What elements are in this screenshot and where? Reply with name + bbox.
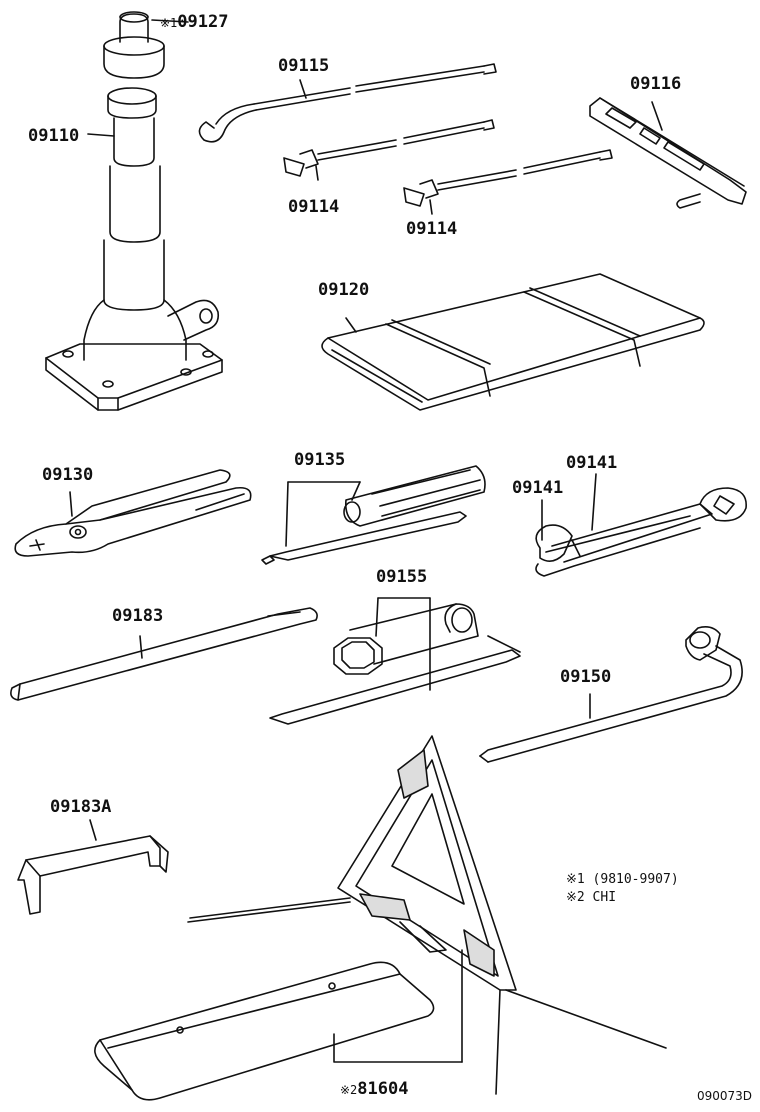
jack-handle-drawing (590, 98, 746, 208)
part-number: 09120 (318, 280, 370, 300)
jack-drawing (46, 88, 222, 410)
screwdriver-drawing (262, 466, 485, 564)
part-label-09135: 09135 (294, 452, 345, 469)
extension-bar-upper-drawing (284, 120, 494, 180)
part-number: 09141 (566, 453, 618, 473)
part-label-09141-upper: 09141 (566, 455, 617, 472)
note-marker-1: ※1 (160, 16, 178, 30)
part-number: 09127 (177, 12, 229, 32)
part-label-81604: ※281604 (340, 1081, 408, 1098)
lug-wrench-drawing (480, 627, 742, 762)
warning-triangle-drawing (95, 736, 666, 1100)
part-label-09110: 09110 (28, 128, 79, 145)
wrenches-drawing (536, 474, 746, 576)
part-number: 09114 (406, 219, 458, 239)
footnote-2: ※2 CHI (566, 889, 617, 905)
part-number: 09155 (376, 567, 428, 587)
extension-bar-lower-drawing (404, 150, 612, 214)
part-label-09114-lower: 09114 (406, 221, 457, 238)
part-label-09141-lower: 09141 (512, 480, 563, 497)
diagram-code: 090073D (697, 1089, 753, 1103)
part-number: 09115 (278, 56, 330, 76)
part-number: 09135 (294, 450, 346, 470)
part-label-09114-upper: 09114 (288, 199, 339, 216)
footnote-1: ※1 (9810-9907) (566, 872, 679, 887)
part-number: 81604 (357, 1079, 409, 1099)
part-label-09130: 09130 (42, 467, 93, 484)
wheel-brace-drawing (270, 598, 520, 724)
pry-bar-drawing (11, 608, 317, 700)
part-label-09183: 09183 (112, 608, 163, 625)
bracket-drawing (18, 820, 168, 914)
part-label-09127: ※109127 (160, 14, 228, 31)
part-number: 09141 (512, 478, 564, 498)
note-marker-2: ※2 (340, 1083, 358, 1097)
part-number: 09183A (50, 797, 112, 817)
part-label-09115: 09115 (278, 58, 329, 75)
part-label-09155: 09155 (376, 569, 427, 586)
part-number: 09116 (630, 74, 682, 94)
part-number: 09183 (112, 606, 164, 626)
part-label-09150: 09150 (560, 669, 611, 686)
jack-cap-drawing (104, 12, 188, 78)
hook-rod-drawing (199, 64, 496, 142)
footnotes: ※1 (9810-9907) ※2 CHI (566, 871, 679, 906)
part-number: 09114 (288, 197, 340, 217)
part-label-09120: 09120 (318, 282, 369, 299)
pliers-drawing (15, 470, 251, 556)
part-number: 09130 (42, 465, 94, 485)
part-number: 09150 (560, 667, 612, 687)
tool-bag-drawing (322, 274, 704, 410)
part-label-09183A: 09183A (50, 799, 111, 816)
part-number: 09110 (28, 126, 80, 146)
part-label-09116: 09116 (630, 76, 681, 93)
